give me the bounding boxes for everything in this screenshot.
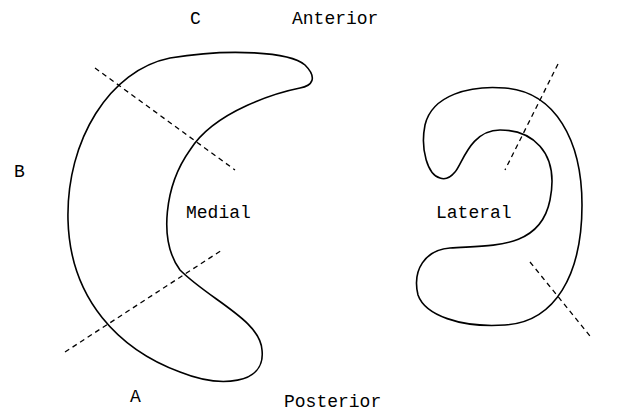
dashed-divider (530, 262, 590, 336)
dashed-divider (65, 250, 222, 352)
meniscus-label: Medial (186, 204, 251, 222)
meniscus-label: Lateral (436, 204, 512, 222)
dashed-divider (505, 64, 558, 170)
medial-meniscus (68, 52, 312, 381)
region-letter: B (14, 163, 25, 181)
lateral-meniscus (417, 87, 582, 325)
direction-label: Posterior (284, 393, 381, 411)
direction-label: Anterior (292, 10, 378, 28)
region-letter: A (130, 388, 141, 406)
region-letter: C (190, 10, 201, 28)
dashed-divider (95, 68, 235, 170)
